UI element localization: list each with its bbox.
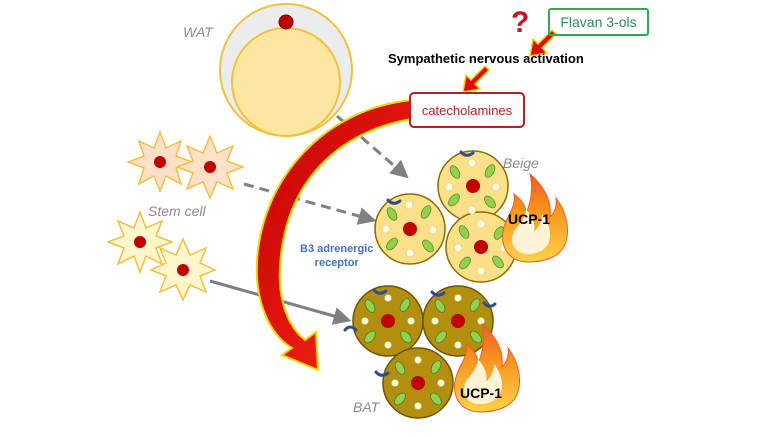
receptor-label-line2: receptor bbox=[314, 257, 359, 269]
flame-beige-icon bbox=[502, 172, 569, 263]
wat-cell bbox=[219, 3, 353, 137]
stem-cells bbox=[105, 129, 246, 302]
sympathetic-arrow bbox=[462, 64, 491, 93]
beige-label: Beige bbox=[503, 155, 539, 171]
beige-adipocytes bbox=[374, 150, 517, 283]
ucp1-bat-label: UCP-1 bbox=[460, 385, 503, 401]
catecholamine-arrow bbox=[255, 98, 420, 372]
flavan-arrow bbox=[529, 28, 558, 57]
sympathetic-label: Sympathetic nervous activation bbox=[388, 51, 584, 66]
wat-label: WAT bbox=[183, 24, 213, 40]
brown-adipocytes bbox=[343, 285, 497, 419]
question-mark-icon: ? bbox=[511, 6, 530, 39]
stem-cell-label: Stem cell bbox=[148, 203, 206, 219]
flame-bat-icon bbox=[454, 322, 521, 413]
receptor-label-line1: B3 adrenergic bbox=[300, 243, 374, 255]
bat-label: BAT bbox=[353, 399, 380, 415]
flavan-box: Flavan 3-ols bbox=[548, 8, 649, 36]
receptor-label: B3 adrenergic receptor bbox=[300, 242, 373, 270]
ucp1-beige-label: UCP-1 bbox=[508, 211, 551, 227]
catecholamines-box: catecholamines bbox=[409, 92, 525, 128]
